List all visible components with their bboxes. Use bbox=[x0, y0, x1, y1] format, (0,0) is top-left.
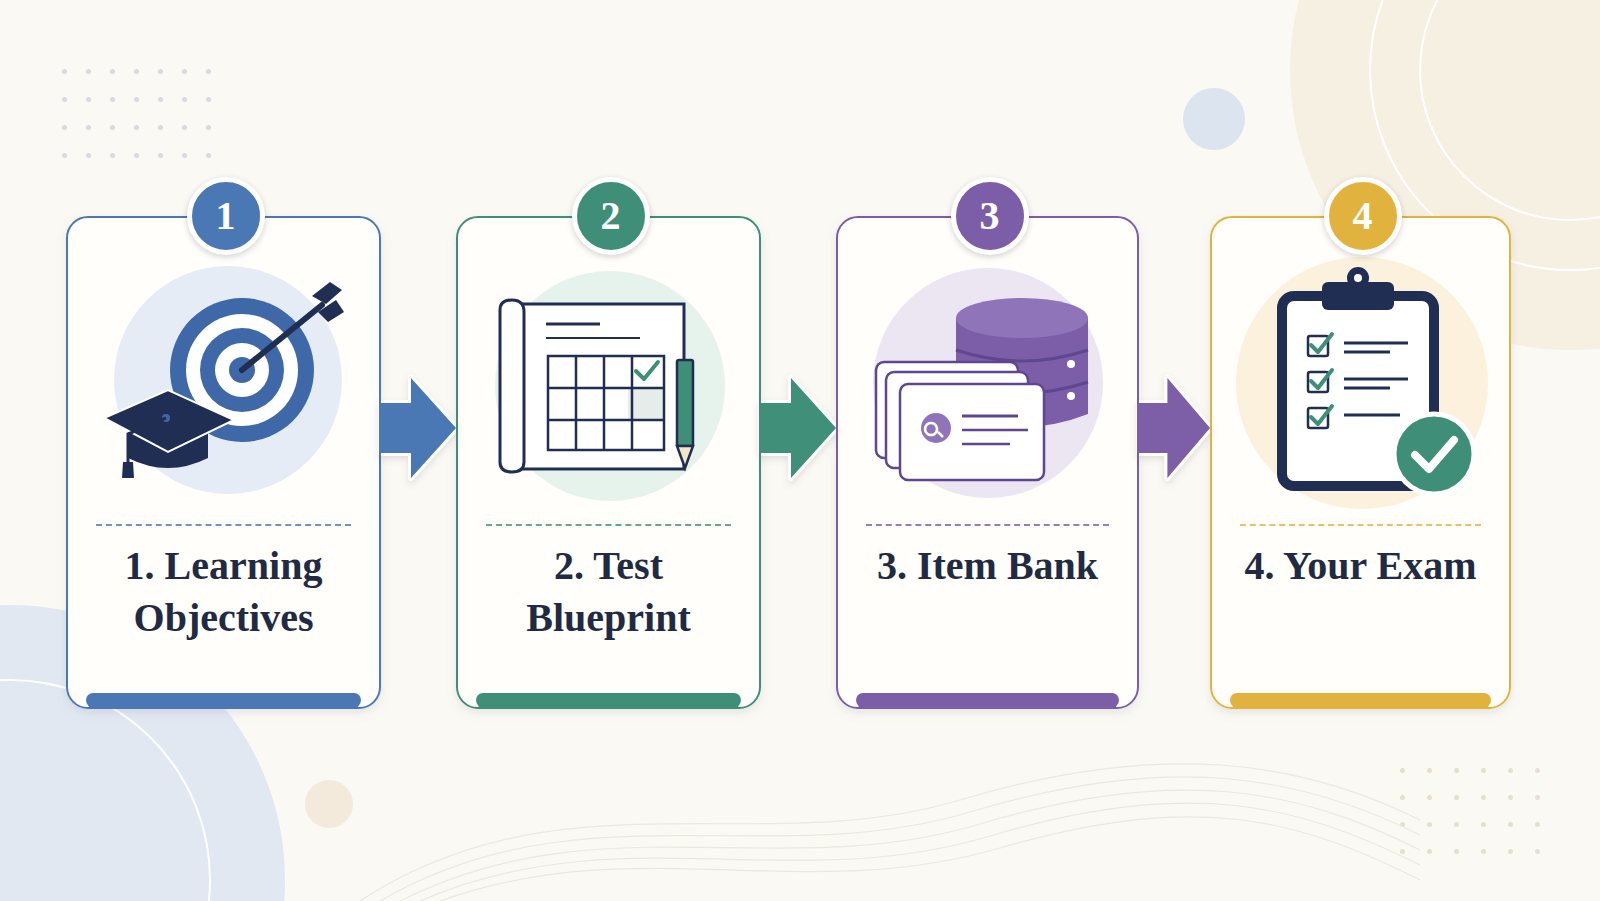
flow-arrow-shape bbox=[381, 378, 456, 478]
step-badge: 2 bbox=[572, 177, 650, 255]
step-badge: 4 bbox=[1324, 177, 1402, 255]
deco-arc bbox=[0, 680, 210, 901]
clipboard-icon bbox=[1236, 257, 1488, 509]
accent-bar bbox=[86, 693, 361, 709]
process-card: 44. Your Exam bbox=[1210, 216, 1511, 709]
divider-line bbox=[96, 524, 351, 526]
step-title: 3. Item Bank bbox=[850, 540, 1125, 592]
dot-grid bbox=[62, 69, 222, 161]
card-ground bbox=[66, 216, 1511, 709]
step-badge: 3 bbox=[951, 177, 1029, 255]
flow-arrow bbox=[381, 378, 456, 478]
target-icon bbox=[114, 266, 344, 494]
accent-bar bbox=[856, 693, 1119, 709]
process-card: 11. Learning Objectives bbox=[66, 216, 381, 709]
deco-dot bbox=[305, 780, 353, 828]
flow-arrow-shape bbox=[761, 378, 836, 478]
graduation-cap-icon bbox=[104, 390, 234, 478]
deco-dot bbox=[1183, 88, 1245, 150]
step-number: 2 bbox=[601, 196, 621, 236]
accent-bar bbox=[1230, 693, 1491, 709]
process-card: 22. Test Blueprint bbox=[456, 216, 761, 709]
flow-arrow-shape bbox=[1139, 378, 1210, 478]
step-title: 4. Your Exam bbox=[1224, 540, 1497, 592]
step-number: 4 bbox=[1353, 196, 1373, 236]
flow-arrow bbox=[1139, 378, 1210, 478]
dot-grid bbox=[1400, 768, 1540, 858]
step-title: 2. Test Blueprint bbox=[470, 540, 747, 644]
step-number: 1 bbox=[216, 196, 236, 236]
flow-arrow bbox=[761, 378, 836, 478]
divider-line bbox=[486, 524, 731, 526]
item-bank-icon bbox=[873, 268, 1103, 498]
wave-lines bbox=[360, 764, 1420, 901]
deco-arc bbox=[1420, 0, 1600, 220]
divider-line bbox=[866, 524, 1109, 526]
process-card: 33. Item Bank bbox=[836, 216, 1139, 709]
accent-bar bbox=[476, 693, 741, 709]
blueprint-icon bbox=[495, 271, 725, 501]
divider-line bbox=[1240, 524, 1481, 526]
step-title: 1. Learning Objectives bbox=[80, 540, 367, 644]
step-number: 3 bbox=[980, 196, 1000, 236]
step-badge: 1 bbox=[187, 177, 265, 255]
